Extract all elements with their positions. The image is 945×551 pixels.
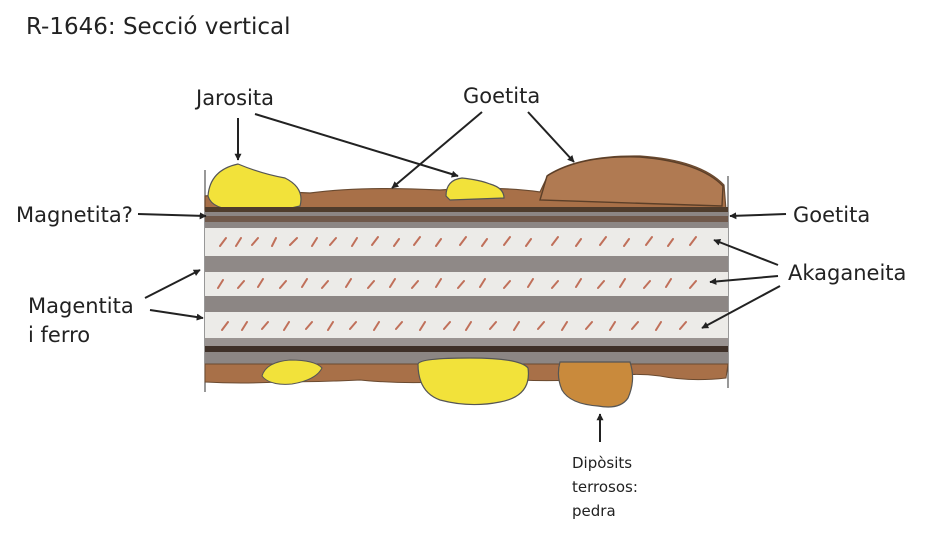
dark-band-1 — [205, 216, 728, 222]
arrow-magentita-upper — [144, 269, 201, 299]
akaganeite-light-band-1 — [205, 228, 728, 256]
akaganeite-marks-row-3 — [221, 321, 687, 331]
label-jarosita: Jarosita — [196, 86, 274, 110]
arrow-goetita-right — [729, 212, 787, 220]
grey-band-4 — [205, 338, 728, 346]
jarosite-lump-bottom-left — [261, 359, 323, 385]
arrow-magnetita-q — [137, 212, 207, 220]
label-goetita-right: Goetita — [793, 203, 871, 227]
label-diposits-line3: pedra — [572, 502, 616, 520]
goethite-crust-mound — [539, 156, 724, 207]
jarosite-lump-top-left — [207, 163, 302, 212]
label-magentita-line2: i ferro — [28, 323, 91, 347]
label-akaganeita: Akaganeita — [788, 261, 907, 285]
arrow-goetita-to-mound — [527, 111, 575, 163]
arrow-jarosita-to-middle-lump — [254, 113, 459, 178]
label-diposits-line1: Dipòsits — [572, 454, 633, 472]
arrow-goetita-to-crust — [391, 111, 483, 189]
arrow-magentita-lower — [149, 309, 204, 321]
label-magnetita-question: Magnetita? — [16, 203, 133, 227]
akaganeite-marks-row-1 — [219, 236, 697, 247]
arrow-akaganeita-1 — [713, 239, 779, 266]
jarosite-lump-top-middle — [445, 177, 505, 201]
label-diposits-line2: terrosos: — [572, 478, 638, 496]
label-goetita-top: Goetita — [463, 84, 541, 108]
label-magentita-line1: Magentita — [28, 294, 134, 318]
grey-band-3 — [205, 296, 728, 312]
arrow-akaganeita-2 — [709, 275, 779, 285]
terrous-deposit — [557, 361, 634, 408]
grey-band-2 — [205, 256, 728, 272]
jarosite-lump-bottom-middle — [417, 357, 530, 406]
akaganeite-marks-row-2 — [217, 278, 697, 289]
diagram-title: R-1646: Secció vertical — [26, 14, 291, 40]
akaganeite-light-band-2 — [205, 272, 728, 296]
magnetite-dark-band-top — [205, 207, 728, 212]
akaganeite-light-band-3 — [205, 312, 728, 338]
dark-band-bottom — [205, 346, 728, 352]
arrow-akaganeita-3 — [701, 285, 781, 329]
